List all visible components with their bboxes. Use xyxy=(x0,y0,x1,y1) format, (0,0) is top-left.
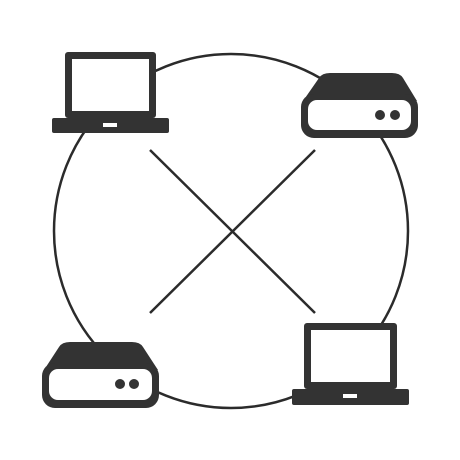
server-icon xyxy=(301,73,418,138)
cross-link-2 xyxy=(149,149,316,314)
laptop-icon xyxy=(52,52,169,133)
server-icon xyxy=(42,342,159,408)
laptop-icon xyxy=(292,323,409,405)
ring-connection xyxy=(52,52,410,410)
